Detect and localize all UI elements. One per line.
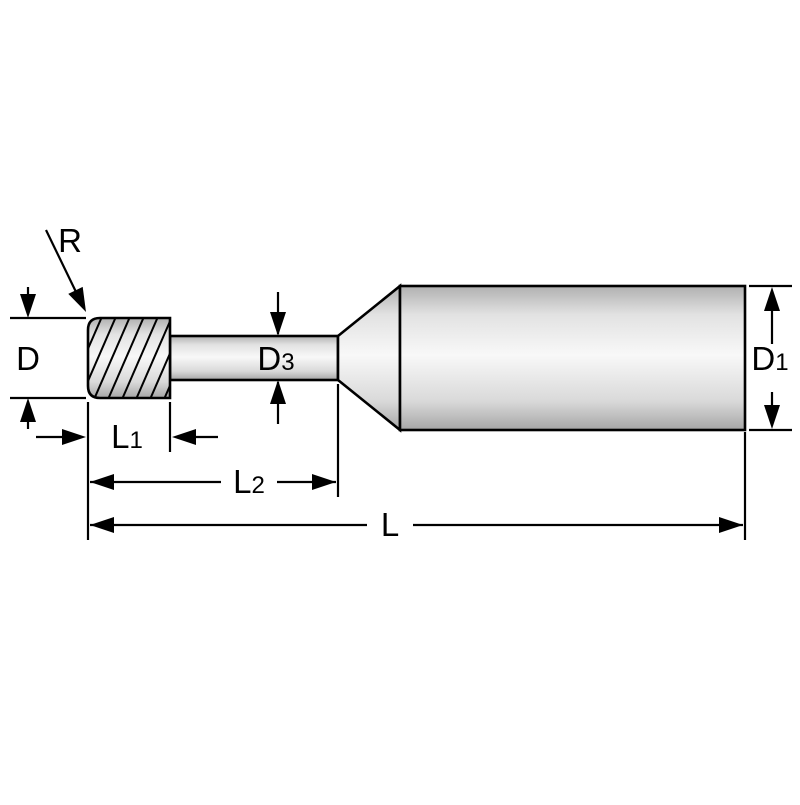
taper-outline bbox=[336, 283, 402, 433]
hatch-line bbox=[161, 318, 170, 398]
dim-shank-diameter: D1 bbox=[749, 284, 792, 432]
overall-length-label: L bbox=[381, 506, 399, 543]
neck-diameter-label: D3 bbox=[257, 340, 294, 377]
radius-label: R bbox=[58, 222, 82, 259]
arrowhead-down-icon bbox=[764, 405, 780, 429]
dim-neck-diameter: D3 bbox=[257, 292, 295, 424]
arrowhead-left-icon bbox=[90, 474, 114, 490]
hatch-line bbox=[91, 318, 133, 398]
hatch-line bbox=[105, 318, 147, 398]
arrowhead-down-icon bbox=[20, 294, 36, 318]
radius-arrowhead bbox=[68, 286, 86, 312]
arrowhead-left-icon bbox=[172, 429, 196, 445]
hatch-line bbox=[88, 318, 105, 398]
shank-outline bbox=[398, 284, 747, 432]
length-of-cut-label: L1 bbox=[111, 418, 143, 455]
tool-body bbox=[86, 283, 747, 433]
arrowhead-up-icon bbox=[764, 287, 780, 311]
neck-outline bbox=[168, 334, 340, 382]
arrowhead-right-icon bbox=[312, 474, 336, 490]
hatch-line bbox=[88, 318, 119, 398]
radius-leader-line bbox=[45, 229, 78, 295]
dim-overall-length: L bbox=[86, 402, 747, 543]
dim-radius: R bbox=[45, 222, 86, 312]
cut-diameter-label: D bbox=[16, 340, 40, 377]
arrowhead-up-icon bbox=[20, 398, 36, 422]
arrowhead-right-icon bbox=[719, 517, 743, 533]
cutter-head-hatching bbox=[88, 318, 170, 398]
hatch-line bbox=[147, 318, 170, 398]
arrowhead-left-icon bbox=[90, 517, 114, 533]
shank-diameter-label: D1 bbox=[751, 340, 788, 377]
reach-length-label: L2 bbox=[233, 463, 265, 500]
dim-reach-length: L2 bbox=[90, 384, 340, 500]
arrowhead-up-icon bbox=[270, 380, 286, 404]
dim-cut-diameter: D bbox=[10, 287, 86, 429]
dim-length-of-cut: L1 bbox=[36, 402, 218, 455]
hatch-line bbox=[133, 318, 170, 398]
arrowhead-down-icon bbox=[270, 312, 286, 336]
hatch-line bbox=[119, 318, 161, 398]
arrowhead-right-icon bbox=[62, 429, 86, 445]
